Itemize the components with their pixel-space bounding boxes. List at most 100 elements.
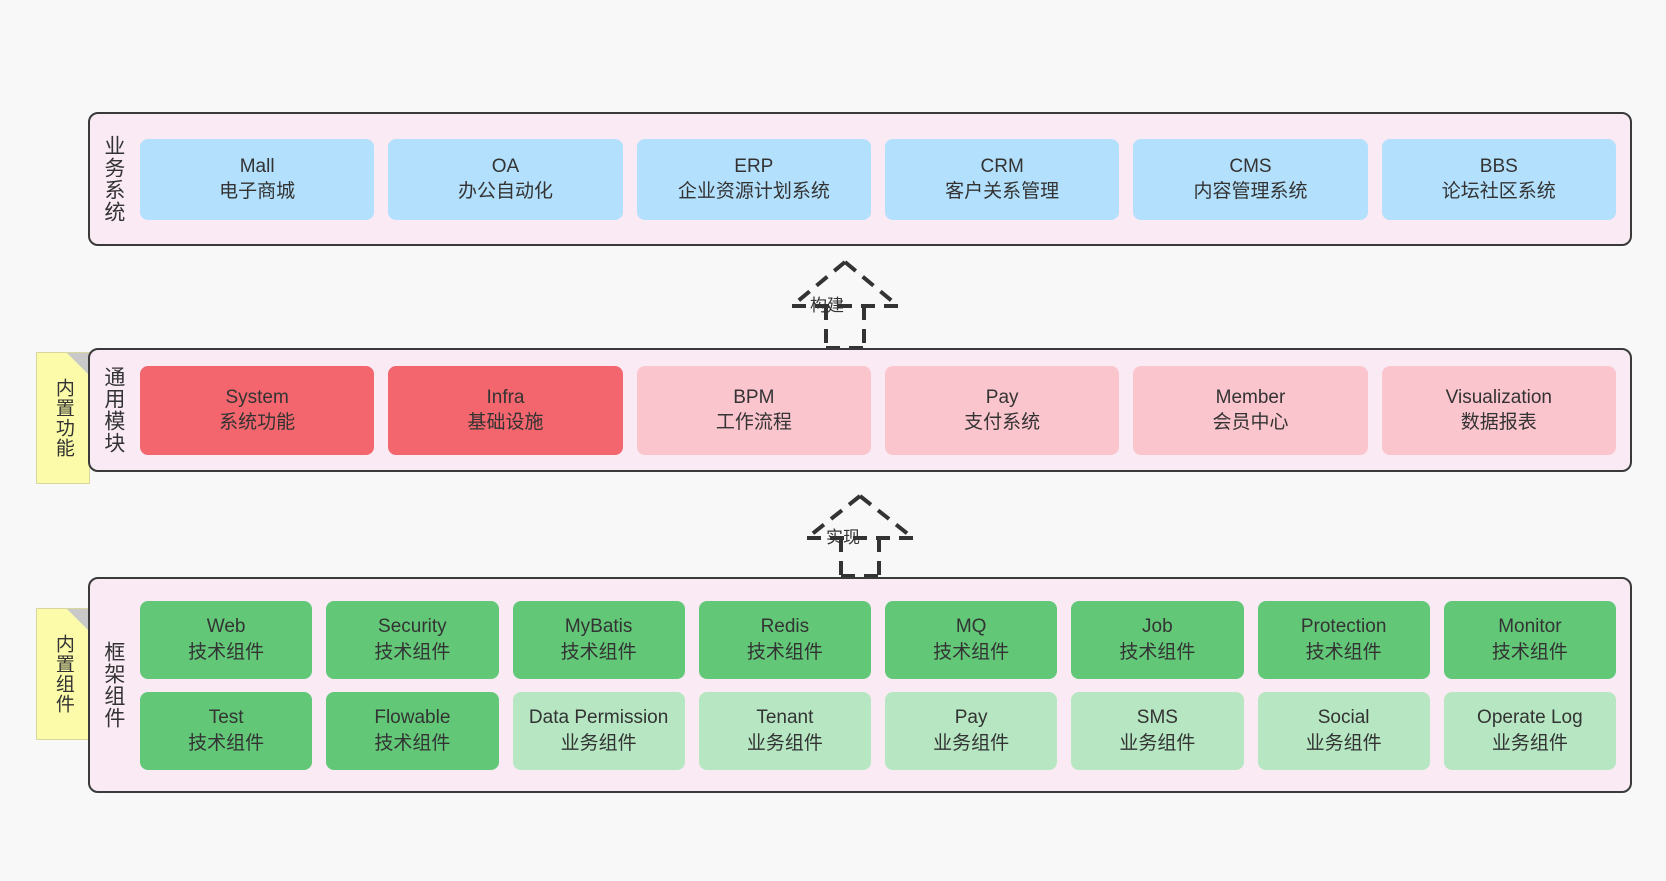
sticky-note-label: 内置功能 [52,378,74,458]
card-member[interactable]: Member 会员中心 [1133,365,1368,455]
card-cms[interactable]: CMS 内容管理系统 [1133,138,1368,220]
card-subtitle: 技术组件 [374,732,451,754]
card-title: Test [208,707,244,729]
card-title: Tenant [756,707,814,729]
card-title: Member [1215,386,1286,408]
card-erp[interactable]: ERP 企业资源计划系统 [636,138,871,220]
card-title: Data Permission [528,707,669,729]
card-bpm[interactable]: BPM 工作流程 [636,365,871,455]
card-mq[interactable]: MQ 技术组件 [885,600,1058,679]
card-subtitle: 客户关系管理 [945,181,1060,202]
card-title: Infra [486,386,525,408]
layer-body-framework-component: Web 技术组件 Security 技术组件 MyBatis 技术组件 Redi… [136,579,1630,791]
card-title: Mall [239,155,275,177]
card-subtitle: 技术组件 [933,641,1010,663]
card-sms[interactable]: SMS 业务组件 [1071,691,1244,770]
note-fold-corner [67,609,89,631]
card-subtitle: 系统功能 [219,412,296,433]
card-title: Web [206,616,246,638]
layer-label-framework-component: 框架组件 [101,641,125,729]
card-row: Web 技术组件 Security 技术组件 MyBatis 技术组件 Redi… [140,600,1616,679]
card-title: MQ [955,616,987,638]
card-infra[interactable]: Infra 基础设施 [388,365,623,455]
arrow-implement: 实现 [775,492,945,578]
card-title: Operate Log [1477,707,1583,729]
card-subtitle: 技术组件 [1491,641,1568,663]
card-mall[interactable]: Mall 电子商城 [140,138,375,220]
layer-common-module: 通用模块 System 系统功能 Infra 基础设施 BPM 工作流程 Pay… [88,348,1632,472]
card-test[interactable]: Test 技术组件 [140,691,313,770]
card-subtitle: 论坛社区系统 [1441,181,1556,202]
card-subtitle: 内容管理系统 [1193,181,1308,202]
card-subtitle: 技术组件 [374,641,451,663]
card-monitor[interactable]: Monitor 技术组件 [1443,600,1616,679]
card-row: System 系统功能 Infra 基础设施 BPM 工作流程 Pay 支付系统… [140,365,1616,455]
card-subtitle: 会员中心 [1212,412,1289,433]
card-subtitle: 业务组件 [746,732,823,754]
card-title: Social [1317,707,1370,729]
card-title: System [225,386,289,408]
arrow-implement-label: 实现 [826,528,860,547]
card-subtitle: 企业资源计划系统 [677,181,830,202]
card-job[interactable]: Job 技术组件 [1071,600,1244,679]
card-title: BPM [733,386,775,408]
card-subtitle: 技术组件 [188,641,265,663]
card-row: Test 技术组件 Flowable 技术组件 Data Permission … [140,691,1616,770]
card-subtitle: 技术组件 [746,641,823,663]
card-title: Flowable [374,707,451,729]
note-fold-corner [67,353,89,375]
card-title: Pay [985,386,1019,408]
card-subtitle: 技术组件 [1305,641,1382,663]
layer-body-common-module: System 系统功能 Infra 基础设施 BPM 工作流程 Pay 支付系统… [136,350,1630,470]
card-title: BBS [1479,155,1518,177]
card-protection[interactable]: Protection 技术组件 [1257,600,1430,679]
card-title: OA [491,155,520,177]
card-operate-log[interactable]: Operate Log 业务组件 [1443,691,1616,770]
card-subtitle: 业务组件 [560,732,637,754]
card-subtitle: 工作流程 [715,412,792,433]
card-social[interactable]: Social 业务组件 [1257,691,1430,770]
card-pay-component[interactable]: Pay 业务组件 [885,691,1058,770]
card-redis[interactable]: Redis 技术组件 [698,600,871,679]
card-title: Visualization [1445,386,1552,408]
card-security[interactable]: Security 技术组件 [326,600,499,679]
card-title: MyBatis [564,616,633,638]
card-subtitle: 技术组件 [188,732,265,754]
layer-label-business-system: 业务系统 [101,135,125,223]
card-title: Job [1142,616,1173,638]
card-title: Redis [760,616,810,638]
layer-framework-component: 框架组件 Web 技术组件 Security 技术组件 MyBatis 技术组件… [88,577,1632,793]
layer-business-system: 业务系统 Mall 电子商城 OA 办公自动化 ERP 企业资源计划系统 CRM… [88,112,1632,246]
card-subtitle: 业务组件 [1491,732,1568,754]
card-data-permission[interactable]: Data Permission 业务组件 [512,691,685,770]
card-subtitle: 支付系统 [964,412,1041,433]
card-pay[interactable]: Pay 支付系统 [884,365,1120,455]
card-tenant[interactable]: Tenant 业务组件 [698,691,871,770]
card-subtitle: 业务组件 [1305,732,1382,754]
card-subtitle: 办公自动化 [457,181,553,202]
card-title: Pay [954,707,988,729]
card-visualization[interactable]: Visualization 数据报表 [1381,365,1616,455]
sticky-note-label: 内置组件 [52,634,74,714]
layer-body-business-system: Mall 电子商城 OA 办公自动化 ERP 企业资源计划系统 CRM 客户关系… [136,114,1630,244]
card-subtitle: 技术组件 [1119,641,1196,663]
layer-label-common-module: 通用模块 [101,366,125,454]
card-title: SMS [1136,707,1178,729]
card-flowable[interactable]: Flowable 技术组件 [326,691,499,770]
card-subtitle: 业务组件 [933,732,1010,754]
card-title: Protection [1300,616,1387,638]
card-mybatis[interactable]: MyBatis 技术组件 [512,600,685,679]
card-subtitle: 业务组件 [1119,732,1196,754]
card-title: ERP [734,155,774,177]
card-bbs[interactable]: BBS 论坛社区系统 [1381,138,1616,220]
arrow-build: 构建 [760,258,930,350]
card-system[interactable]: System 系统功能 [140,365,375,455]
sticky-note-builtin-component: 内置组件 [36,608,90,740]
arrow-build-label: 构建 [810,296,844,315]
card-oa[interactable]: OA 办公自动化 [388,138,623,220]
card-web[interactable]: Web 技术组件 [140,600,313,679]
card-subtitle: 电子商城 [219,181,296,202]
card-crm[interactable]: CRM 客户关系管理 [884,138,1120,220]
card-subtitle: 基础设施 [467,412,544,433]
card-title: Security [378,616,447,638]
